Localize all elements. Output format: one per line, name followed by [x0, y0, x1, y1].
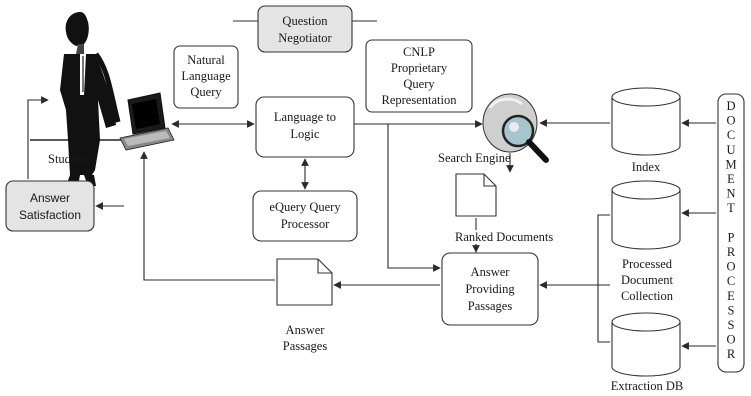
document-processor-letter: R — [727, 347, 736, 361]
document-processor-letter: O — [726, 114, 735, 128]
search-engine-icon — [482, 93, 549, 163]
ltl-line2: Logic — [290, 127, 320, 141]
document-processor-letter: R — [727, 245, 736, 259]
document-processor-letter: E — [727, 172, 735, 186]
student-label: Student — [48, 152, 87, 166]
as-line2: Satisfaction — [19, 208, 81, 222]
index-cylinder — [611, 87, 681, 156]
question-negotiator-line1: Question — [282, 14, 328, 28]
as-line1: Answer — [30, 191, 70, 205]
nlq-line1: Natural — [187, 53, 225, 67]
processed-collection-cylinder — [611, 180, 681, 250]
answer-satisfaction-box — [5, 180, 95, 232]
nlq-line2: Language — [181, 69, 231, 83]
equery-line1: eQuery Query — [269, 200, 341, 214]
document-processor-letter: S — [728, 303, 735, 317]
document-processor-letter: N — [726, 187, 735, 201]
language-to-logic-box — [255, 96, 355, 158]
answer-passages-line1: Answer — [286, 323, 326, 337]
ltl-answer-branch — [387, 124, 441, 272]
document-processor-letter: M — [725, 157, 736, 171]
processed-line1: Processed — [622, 257, 673, 271]
db-bracket — [597, 214, 610, 343]
search-engine-label: Search Engine — [438, 151, 511, 165]
document-processor-letter: O — [726, 260, 735, 274]
cnlp-line4: Representation — [382, 93, 458, 107]
document-processor-letter: O — [726, 333, 735, 347]
document-processor-letter: U — [726, 143, 735, 157]
equery-box — [252, 190, 358, 242]
document-processor-letter: D — [726, 99, 735, 113]
ranked-documents-icon — [455, 173, 497, 217]
answer-passages-line2: Passages — [283, 339, 328, 353]
processed-line2: Document — [621, 273, 674, 287]
document-processor-letter: P — [728, 230, 735, 244]
document-processor-letter: T — [727, 201, 735, 215]
cnlp-box — [365, 39, 473, 113]
extraction-db-cylinder — [611, 312, 681, 377]
document-processor-letter: C — [727, 128, 735, 142]
extraction-db-label: Extraction DB — [611, 379, 684, 393]
ranked-documents-label: Ranked Documents — [455, 230, 553, 244]
ltl-line1: Language to — [274, 110, 336, 124]
passages-student-arrow — [140, 151, 275, 281]
satisfaction-student-arrow — [27, 96, 49, 179]
cnlp-line3: Query — [403, 77, 435, 91]
student-illustration — [30, 12, 175, 186]
answer-passages-icon — [276, 258, 333, 306]
app-line3: Passages — [468, 299, 513, 313]
cnlp-line1: CNLP — [403, 45, 435, 59]
answer-providing-box — [441, 252, 539, 326]
processed-line3: Collection — [621, 289, 674, 303]
document-processor-box — [717, 93, 745, 373]
nlq-line3: Query — [190, 85, 222, 99]
document-processor-letter: C — [727, 274, 735, 288]
question-negotiator-line2: Negotiator — [278, 31, 332, 45]
index-label: Index — [632, 160, 661, 174]
app-line2: Providing — [465, 282, 515, 296]
question-negotiator-box — [257, 5, 353, 53]
document-processor-letter: S — [728, 318, 735, 332]
cnlp-line2: Proprietary — [391, 61, 448, 75]
app-line1: Answer — [471, 265, 511, 279]
document-processor-letter: E — [727, 289, 735, 303]
natural-language-query-box — [173, 45, 239, 109]
equery-line2: Processor — [281, 217, 330, 231]
